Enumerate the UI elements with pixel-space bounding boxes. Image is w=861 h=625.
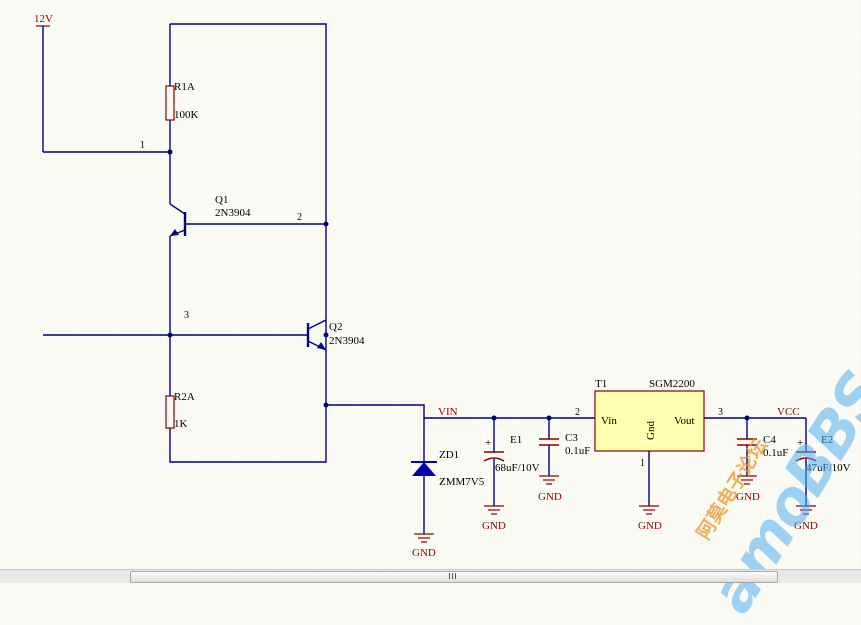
wires (43, 23, 806, 463)
gnd-label: GND (638, 520, 662, 532)
t1-designator: T1 (595, 378, 607, 390)
c4-value: 0.1uF (763, 447, 788, 459)
gnd-symbol-c4[interactable]: GND (736, 475, 760, 503)
gnd-symbol-e2[interactable]: GND (794, 505, 818, 532)
regulator-t1[interactable]: T1 SGM2200 Vin Vout Gnd 2 3 1 (575, 378, 723, 506)
q1-value: 2N3904 (215, 207, 251, 219)
t1-pin-vout: Vout (674, 415, 695, 427)
net-label-12v: 12V (34, 13, 53, 25)
gnd-symbol-t1[interactable]: GND (638, 505, 662, 532)
e1-designator: E1 (510, 434, 522, 446)
r1a-value: 100K (174, 109, 199, 121)
grip-icon (449, 573, 457, 579)
c3-value: 0.1uF (565, 445, 590, 457)
q1-designator: Q1 (215, 194, 228, 206)
pin-number-1: 1 (140, 140, 145, 151)
resistor-r2a[interactable]: R2A 1K (165, 391, 195, 430)
schematic-canvas: 12V 1 2 3 R1A 100K R2A 1K (0, 0, 861, 569)
zd1-value: ZMM7V5 (439, 476, 485, 488)
power-port-12v[interactable]: 12V (34, 13, 53, 152)
e1-value: 68uF/10V (495, 462, 540, 474)
pin-number-2: 2 (297, 212, 302, 223)
capacitor-e1[interactable]: + E1 68uF/10V (483, 418, 540, 506)
t1-pin-number-3: 3 (718, 407, 723, 418)
gnd-label: GND (736, 491, 760, 503)
net-label-vin: VIN (438, 406, 458, 418)
q2-emitter-arrow-icon (317, 342, 326, 350)
t1-pin-gnd: Gnd (645, 421, 657, 440)
resistor-r1a[interactable]: R1A 100K (165, 81, 199, 121)
t1-pin-vin: Vin (601, 415, 617, 427)
gnd-symbol-e1[interactable]: GND (482, 505, 506, 532)
r2a-designator: R2A (174, 391, 195, 403)
sheet-grid (0, 0, 861, 569)
q1-emitter-arrow-icon (170, 229, 179, 236)
e2-polarity: + (797, 437, 803, 449)
zd1-designator: ZD1 (439, 449, 459, 461)
zd1-diode-icon (412, 462, 436, 476)
zener-zd1[interactable]: ZD1 ZMM7V5 (411, 418, 485, 534)
net-label-vcc: VCC (777, 406, 800, 418)
transistor-q1[interactable]: Q1 2N3904 (169, 194, 251, 237)
e2-designator: E2 (821, 434, 833, 446)
capacitor-c4[interactable]: C4 0.1uF (737, 418, 788, 476)
t1-body (594, 390, 705, 452)
t1-pin-number-2: 2 (575, 407, 580, 418)
r2a-value: 1K (174, 418, 188, 430)
t1-pin-number-1: 1 (640, 458, 645, 469)
c3-designator: C3 (565, 432, 578, 444)
c4-designator: C4 (763, 434, 776, 446)
gnd-symbol-zd1[interactable]: GND (412, 533, 436, 559)
scrollbar-thumb[interactable] (130, 571, 778, 583)
r1a-designator: R1A (174, 81, 195, 93)
q2-designator: Q2 (329, 321, 342, 333)
t1-part: SGM2200 (649, 378, 695, 390)
gnd-label: GND (482, 520, 506, 532)
e1-polarity: + (485, 437, 491, 449)
pin-number-3: 3 (184, 310, 189, 321)
gnd-label: GND (412, 547, 436, 559)
capacitor-e2[interactable]: + E2 47uF/10V (795, 418, 851, 506)
capacitor-c3[interactable]: C3 0.1uF (539, 418, 590, 476)
gnd-label: GND (538, 491, 562, 503)
gnd-symbol-c3[interactable]: GND (538, 475, 562, 503)
gnd-label: GND (794, 520, 818, 532)
transistor-q2[interactable]: Q2 2N3904 (306, 319, 365, 351)
e2-value: 47uF/10V (806, 462, 851, 474)
q2-value: 2N3904 (329, 335, 365, 347)
horizontal-scrollbar[interactable] (0, 569, 861, 583)
